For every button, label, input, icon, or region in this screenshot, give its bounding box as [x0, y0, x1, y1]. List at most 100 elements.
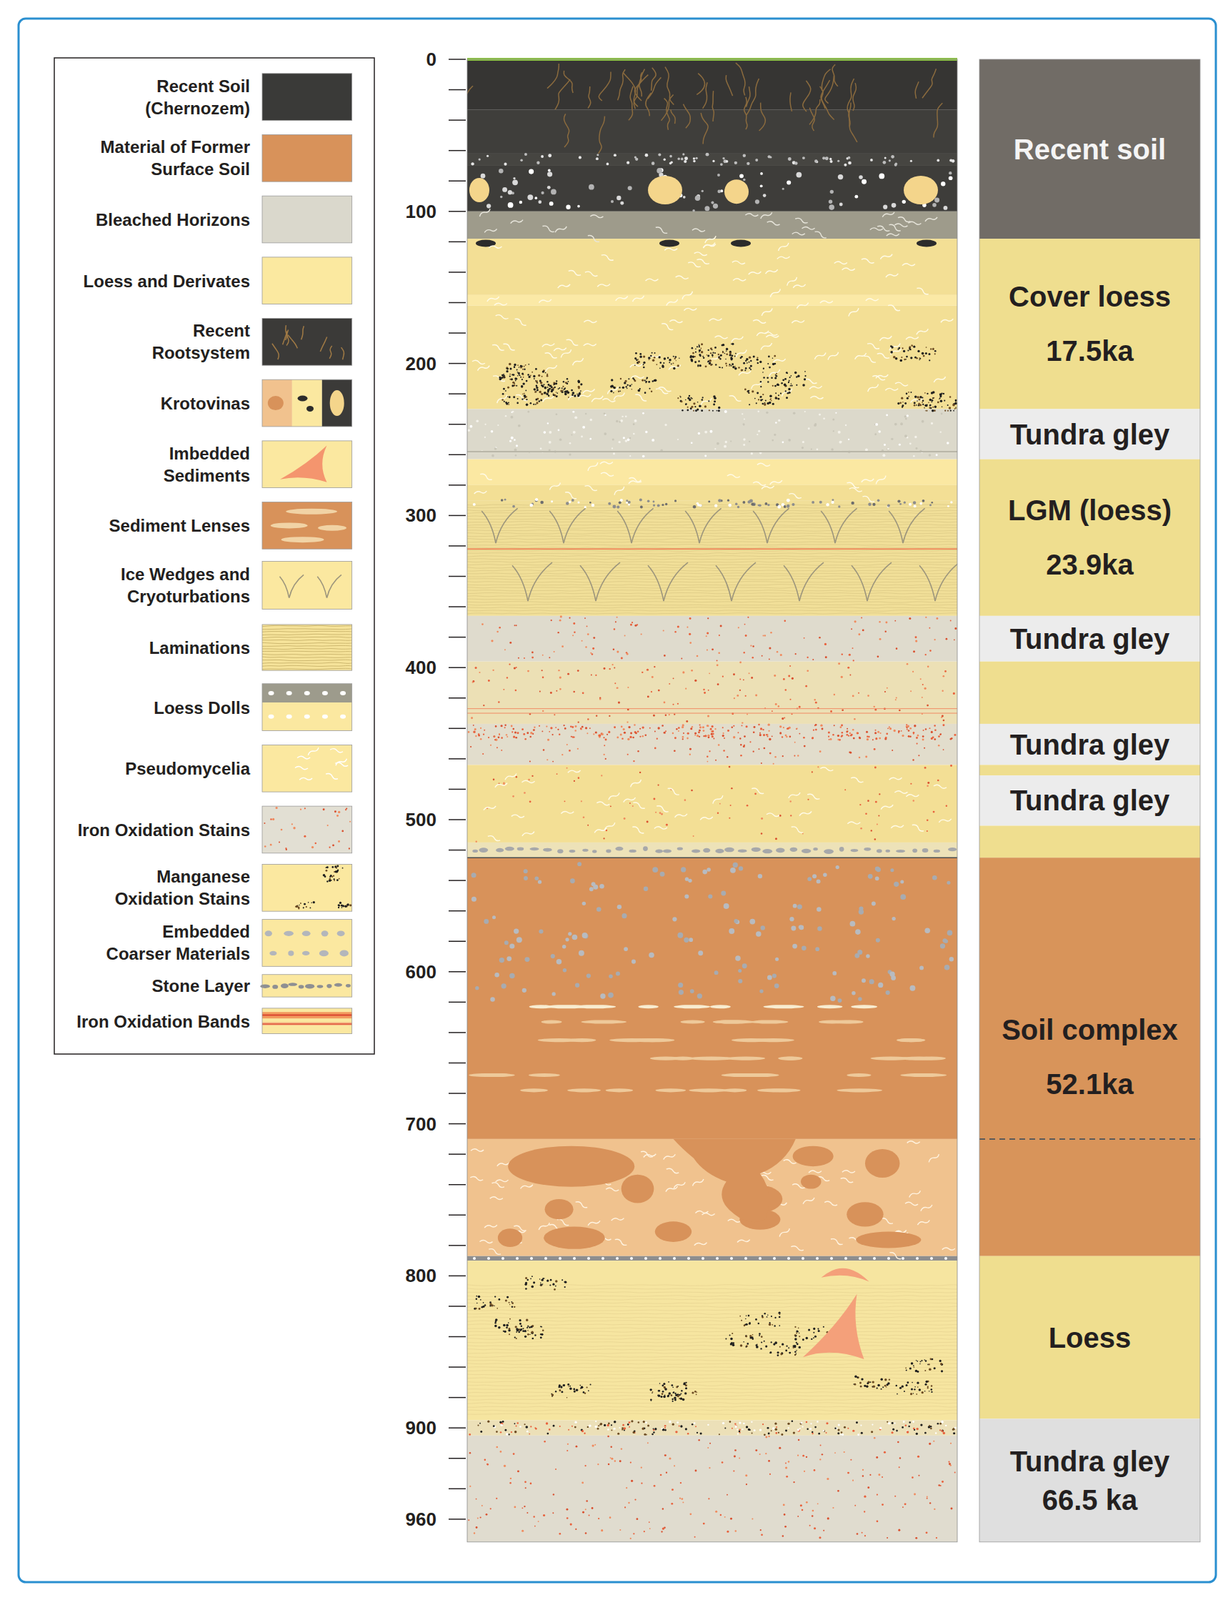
coarse-grain [843, 163, 847, 167]
manganese-stain [620, 377, 622, 380]
bleach-speck [590, 418, 593, 421]
iron-stain [867, 694, 870, 697]
manganese-stain [540, 399, 543, 402]
manganese-stain [552, 387, 555, 389]
grain [786, 498, 791, 503]
manganese-stain [571, 393, 574, 396]
iron-stain [937, 744, 941, 747]
manganese-stain [652, 359, 656, 363]
manganese-stain [511, 373, 513, 376]
manganese-stain [759, 396, 761, 398]
manganese-stain [901, 404, 904, 407]
iron-stain [616, 616, 618, 618]
ice-wedge [752, 507, 789, 543]
iron-stain [506, 735, 508, 738]
pseudomycelium [795, 217, 808, 225]
pseudomycelium [885, 272, 899, 278]
bleach-speck [513, 438, 516, 441]
manganese-stain [720, 354, 723, 357]
manganese-stain [499, 376, 502, 379]
iron-stain [616, 650, 619, 653]
manganese-stain [544, 386, 548, 390]
pseudomycelium [864, 354, 877, 363]
manganese-stain [502, 373, 505, 376]
iron-stain [849, 751, 852, 754]
manganese-stain [691, 347, 694, 350]
ice-wedge [647, 562, 688, 601]
manganese-stain [932, 347, 934, 350]
manganese-stain [927, 352, 931, 356]
manganese-stain [890, 350, 893, 354]
coarse-grain [725, 160, 729, 163]
manganese-stain [950, 410, 952, 412]
manganese-stain [943, 400, 946, 402]
pseudomycelium [661, 322, 674, 331]
bleach-speck [497, 424, 499, 426]
manganese-stain [712, 354, 714, 356]
iron-stain [760, 762, 763, 764]
iron-stain [608, 715, 611, 717]
iron-stain [577, 721, 580, 723]
manganese-stain [509, 378, 511, 381]
iron-stain [605, 737, 608, 741]
iron-stain [651, 675, 654, 678]
grain [832, 498, 835, 501]
bleach-speck [642, 455, 646, 458]
iron-stain [722, 734, 725, 737]
manganese-stain [744, 369, 746, 371]
iron-stain [703, 691, 706, 694]
pseudomycelium [715, 335, 728, 340]
manganese-stain [775, 372, 778, 375]
manganese-stain [545, 392, 548, 396]
iron-stain [915, 639, 918, 642]
coarse-grain [704, 205, 710, 211]
iron-stain [480, 737, 483, 741]
manganese-stain [765, 399, 767, 401]
manganese-stain [544, 391, 547, 394]
iron-stain [717, 682, 720, 686]
manganese-stain [747, 390, 750, 393]
iron-stain [587, 824, 589, 826]
manganese-stain [704, 405, 707, 408]
iron-stain [627, 686, 629, 688]
iron-stain [698, 723, 701, 726]
pseudomycelium [814, 230, 827, 240]
manganese-stain [911, 345, 913, 347]
grain [950, 500, 953, 503]
coarse-grain [722, 157, 725, 160]
manganese-stain [795, 384, 798, 386]
bleach-speck [773, 433, 776, 436]
pseudomycelium [842, 267, 856, 271]
pseudomycelium [478, 208, 491, 218]
manganese-stain [794, 371, 798, 375]
manganese-stain [564, 392, 567, 396]
iron-stain [828, 738, 831, 741]
manganese-stain [513, 365, 516, 368]
manganese-stain [762, 376, 766, 379]
iron-stain [550, 691, 553, 694]
coarse-grain [934, 197, 940, 203]
iron-stain [934, 728, 937, 731]
manganese-stain [698, 346, 701, 348]
iron-stain [548, 730, 551, 733]
manganese-stain [517, 371, 519, 373]
iron-stain [933, 737, 936, 741]
iron-stain [570, 735, 573, 738]
iron-stain [608, 667, 611, 670]
iron-stain [925, 653, 927, 656]
coarse-grain [536, 161, 540, 165]
iron-stain [502, 782, 506, 785]
ice-wedge [783, 562, 824, 601]
manganese-stain [718, 366, 721, 368]
manganese-stain [710, 352, 712, 355]
manganese-stain [734, 365, 736, 368]
coarse-grain [507, 202, 514, 208]
iron-stain [905, 725, 908, 728]
manganese-stain [561, 387, 563, 389]
manganese-stain [780, 382, 783, 385]
iron-stain [655, 811, 657, 813]
ice-wedge [580, 562, 621, 601]
iron-stain [856, 732, 859, 735]
iron-stain [874, 766, 877, 769]
iron-stain [776, 650, 778, 653]
